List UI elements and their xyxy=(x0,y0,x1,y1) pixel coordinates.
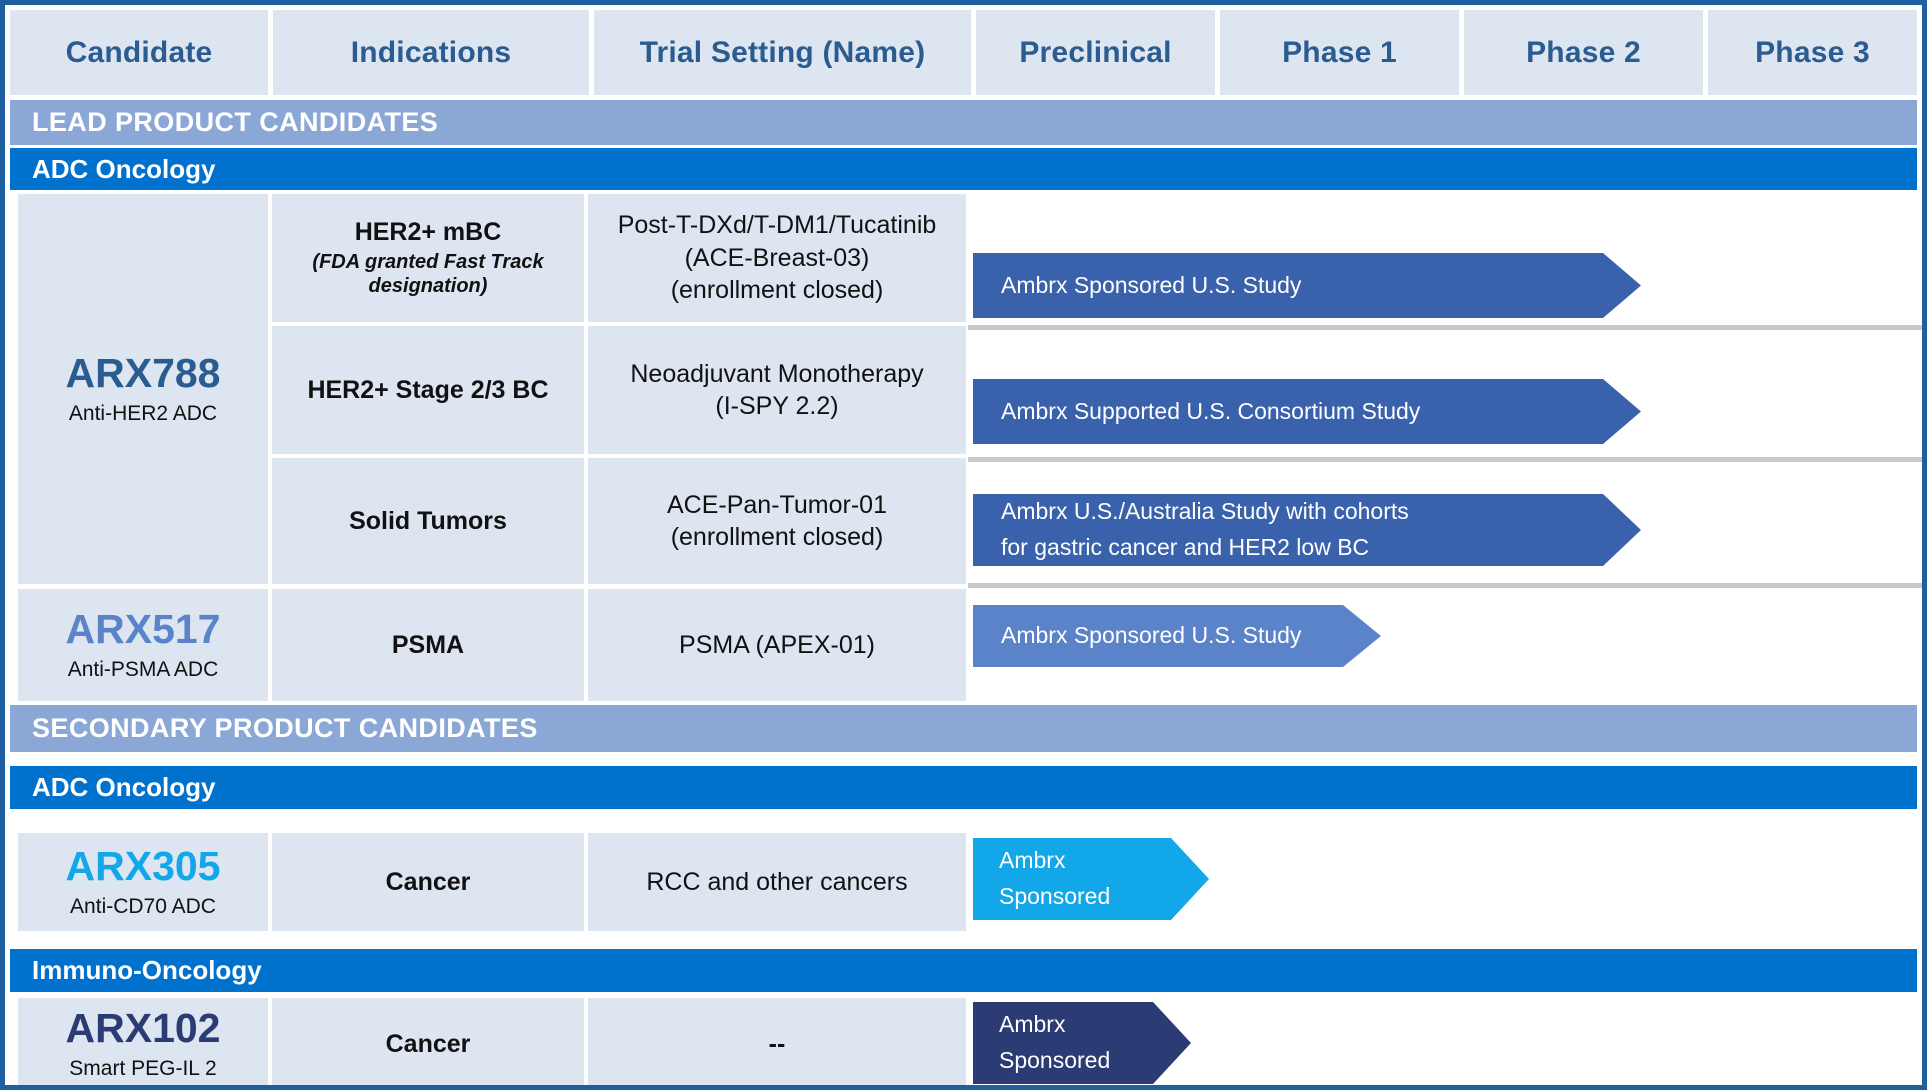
indication-cell-arx102-cancer: Cancer xyxy=(272,998,584,1085)
trial-cell-apex-01: PSMA (APEX-01) xyxy=(588,589,966,701)
indication-cell-her2-stage23-bc: HER2+ Stage 2/3 BC xyxy=(272,326,584,454)
phase-bar-arx305-preclinical: Ambrx Sponsored xyxy=(973,838,1209,920)
subsection-banner-immuno-oncology: Immuno-Oncology xyxy=(10,949,1917,992)
subsection-banner-adc-oncology-secondary: ADC Oncology xyxy=(10,766,1917,809)
indication-label: Cancer xyxy=(385,867,471,896)
section-banner-lead-product-candidates: LEAD PRODUCT CANDIDATES xyxy=(10,100,1917,145)
indication-label: Cancer xyxy=(385,1029,471,1058)
phase-bar-arx517-apex-01: Ambrx Sponsored U.S. Study xyxy=(973,605,1381,667)
column-header-candidate: Candidate xyxy=(10,10,268,95)
column-header-phase-3: Phase 3 xyxy=(1708,10,1917,95)
candidate-subtitle-arx517: Anti-PSMA ADC xyxy=(67,658,219,682)
row-divider xyxy=(968,325,1922,330)
trial-cell-rcc-other-cancers: RCC and other cancers xyxy=(588,833,966,931)
trial-line-2: (I-SPY 2.2) xyxy=(715,392,839,420)
trial-cell-ace-breast-03: Post-T-DXd/T-DM1/Tucatinib (ACE-Breast-0… xyxy=(588,194,966,322)
phase-bar-label-line-2: Sponsored xyxy=(999,883,1111,909)
trial-line-1: Neoadjuvant Monotherapy xyxy=(630,359,924,388)
table-header-row: Candidate Indications Trial Setting (Nam… xyxy=(10,10,1917,95)
trial-cell-arx102-none: -- xyxy=(588,998,966,1085)
candidate-subtitle-arx102: Smart PEG-IL 2 xyxy=(69,1057,217,1081)
candidate-name-arx102: ARX102 xyxy=(65,1005,221,1052)
phase-bar-arx788-ispy-22: Ambrx Supported U.S. Consortium Study xyxy=(973,379,1641,444)
phase-bar-arx102-preclinical: Ambrx Sponsored xyxy=(973,1002,1191,1084)
phase-bar-label-line-1: Ambrx U.S./Australia Study with cohorts xyxy=(1001,498,1409,525)
trial-line-1: RCC and other cancers xyxy=(646,867,908,896)
indication-label: PSMA xyxy=(391,630,465,659)
indication-note: (FDA granted Fast Track designation) xyxy=(312,251,544,298)
trial-line-2: (ACE-Breast-03) xyxy=(684,243,870,272)
candidate-subtitle-arx305: Anti-CD70 ADC xyxy=(70,895,216,919)
candidate-name-arx788: ARX788 xyxy=(65,350,221,397)
candidate-cell-arx788: ARX788 Anti-HER2 ADC xyxy=(18,194,268,584)
trial-line-1: -- xyxy=(768,1029,786,1058)
column-header-preclinical: Preclinical xyxy=(976,10,1215,95)
column-header-trial-setting: Trial Setting (Name) xyxy=(594,10,971,95)
trial-cell-ispy-22: Neoadjuvant Monotherapy (I-SPY 2.2) xyxy=(588,326,966,454)
trial-line-2: (enrollment closed) xyxy=(670,523,884,551)
indication-cell-arx305-cancer: Cancer xyxy=(272,833,584,931)
phase-bar-label-line-2: for gastric cancer and HER2 low BC xyxy=(1001,534,1370,560)
column-header-indications: Indications xyxy=(273,10,589,95)
phase-bar-arx788-ace-pan-tumor-01: Ambrx U.S./Australia Study with cohorts … xyxy=(973,494,1641,566)
trial-line-1: ACE-Pan-Tumor-01 xyxy=(667,490,887,519)
subsection-banner-adc-oncology-lead: ADC Oncology xyxy=(10,148,1917,190)
indication-cell-psma: PSMA xyxy=(272,589,584,701)
phase-bar-label-line-1: Ambrx xyxy=(999,1011,1066,1038)
trial-line-3: (enrollment closed) xyxy=(670,276,884,305)
candidate-subtitle-arx788: Anti-HER2 ADC xyxy=(68,402,218,426)
phase-bar-label: Ambrx Sponsored U.S. Study xyxy=(1001,622,1302,649)
indication-cell-her2-mbc: HER2+ mBC (FDA granted Fast Track design… xyxy=(272,194,584,322)
candidate-cell-arx305: ARX305 Anti-CD70 ADC xyxy=(18,833,268,931)
indication-label: HER2+ Stage 2/3 BC xyxy=(307,375,549,404)
candidate-cell-arx102: ARX102 Smart PEG-IL 2 xyxy=(18,998,268,1085)
candidate-cell-arx517: ARX517 Anti-PSMA ADC xyxy=(18,589,268,701)
row-divider xyxy=(968,583,1922,588)
row-divider xyxy=(968,457,1922,462)
phase-bar-arx788-ace-breast-03: Ambrx Sponsored U.S. Study xyxy=(973,253,1641,318)
phase-bar-label: Ambrx Supported U.S. Consortium Study xyxy=(1001,397,1421,424)
indication-cell-solid-tumors: Solid Tumors xyxy=(272,458,584,584)
indication-label: Solid Tumors xyxy=(349,506,507,535)
trial-line-1: Post-T-DXd/T-DM1/Tucatinib xyxy=(617,211,937,240)
candidate-name-arx517: ARX517 xyxy=(65,606,221,653)
column-header-phase-2: Phase 2 xyxy=(1464,10,1703,95)
phase-bar-label-line-2: Sponsored xyxy=(999,1047,1111,1073)
section-banner-secondary-product-candidates: SECONDARY PRODUCT CANDIDATES xyxy=(10,705,1917,752)
indication-label: HER2+ mBC xyxy=(354,217,502,246)
column-header-phase-1: Phase 1 xyxy=(1220,10,1459,95)
trial-cell-ace-pan-tumor-01: ACE-Pan-Tumor-01 (enrollment closed) xyxy=(588,458,966,584)
phase-bar-label-line-1: Ambrx xyxy=(999,847,1066,874)
trial-line-1: PSMA (APEX-01) xyxy=(679,630,875,659)
phase-bar-label: Ambrx Sponsored U.S. Study xyxy=(1001,271,1302,298)
candidate-name-arx305: ARX305 xyxy=(65,843,221,890)
